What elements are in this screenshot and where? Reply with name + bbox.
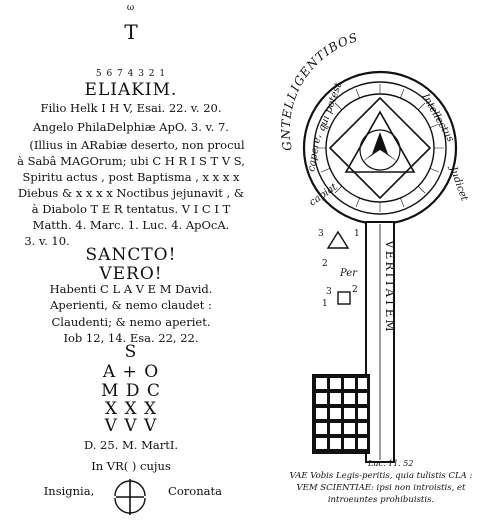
numbers-row: 5 6 7 4 3 2 1: [95, 69, 167, 79]
inscription-column: ω T 5 6 7 4 3 2 1 ELIAKIM. Filio Helk I …: [17, 3, 245, 515]
insignia-label: Insignia,: [43, 484, 95, 498]
capiat-label: capiat: [307, 181, 340, 208]
tri-star-icon: [372, 132, 388, 154]
text-line: à Sabâ MAGOrum; ubi C H R I S T V S,: [17, 154, 245, 168]
text-line: Aperienti, & nemo claudet :: [50, 298, 212, 312]
date-line: D. 25. M. MartI.: [83, 438, 179, 452]
text-line: Filio Helk I H V, Esai. 22. v. 20.: [40, 101, 222, 115]
per-label: Per: [339, 268, 358, 279]
text-line: (Illius in ARabiæ deserto, non procul: [29, 138, 245, 152]
text-line: Diebus & x x x x Noctibus jejunavit , &: [17, 186, 245, 200]
letter-line: S: [124, 342, 138, 362]
key-bow-inner-ring: [313, 81, 447, 215]
in-vr-line: In VR( ) cujus: [91, 459, 171, 473]
letter-line: V V V: [104, 416, 158, 436]
key-emblem: GNTELLIGENTIBOS: [262, 0, 500, 528]
triangle-icon: [344, 110, 416, 173]
sancto-heading: SANCTO!: [85, 245, 177, 265]
caption-line: VAE Vobis Legis-peritis, quia tulistis C…: [289, 471, 473, 481]
tau-glyph: T: [124, 20, 138, 44]
number-label: 1: [322, 299, 328, 309]
title-eliakim: ELIAKIM.: [84, 80, 178, 100]
caption-line: VEM SCIENTIAE: ipsi non introistis, et: [296, 483, 466, 493]
text-line: Matth. 4. Marc. 1. Luc. 4. ApOcA.: [32, 218, 230, 232]
small-square-icon: [337, 291, 351, 305]
number-label: 1: [354, 229, 360, 239]
text-line: Iob 12, 14. Esa. 22, 22.: [63, 331, 199, 345]
vero-heading: VERO!: [99, 264, 163, 284]
omega-glyph: ω: [126, 3, 136, 13]
key-bit-grid: [312, 374, 370, 454]
letter-line: A + O: [102, 362, 160, 382]
coronata-label: Coronata: [168, 484, 222, 498]
key-illustration: GNTELLIGENTIBOS: [279, 30, 470, 468]
judicet-label: Judicet: [446, 163, 470, 203]
center-circle: [359, 129, 401, 171]
capere-label: capere,: [306, 133, 323, 172]
letter-line: X X X: [104, 399, 158, 419]
text-line: 3. v. 10.: [24, 234, 70, 248]
number-label: 3: [326, 287, 332, 297]
scripture-reference: Luc. 11. 52: [367, 459, 413, 468]
caption-line: introeuntes prohibuistis.: [327, 495, 435, 505]
diamond-square: [328, 96, 432, 200]
text-line: à Diabolo T E R tentatus. V I C I T: [31, 202, 231, 216]
text-line: Angelo PhilaDelphiæ ApO. 3. v. 7.: [33, 120, 229, 134]
veritatem-label: VERITATEM: [383, 239, 397, 334]
crowned-cross-icon: [114, 479, 146, 515]
letter-line: M D C: [101, 381, 161, 401]
number-label: 2: [352, 285, 358, 295]
small-triangle-icon: [326, 230, 350, 249]
text-line: Habenti C L A V E M David.: [49, 282, 213, 296]
text-line: Spiritu actus , post Baptisma , x x x x: [22, 170, 240, 184]
number-label: 3: [318, 229, 324, 239]
number-label: 2: [322, 259, 328, 269]
text-line: Claudenti; & nemo aperiet.: [51, 315, 211, 329]
